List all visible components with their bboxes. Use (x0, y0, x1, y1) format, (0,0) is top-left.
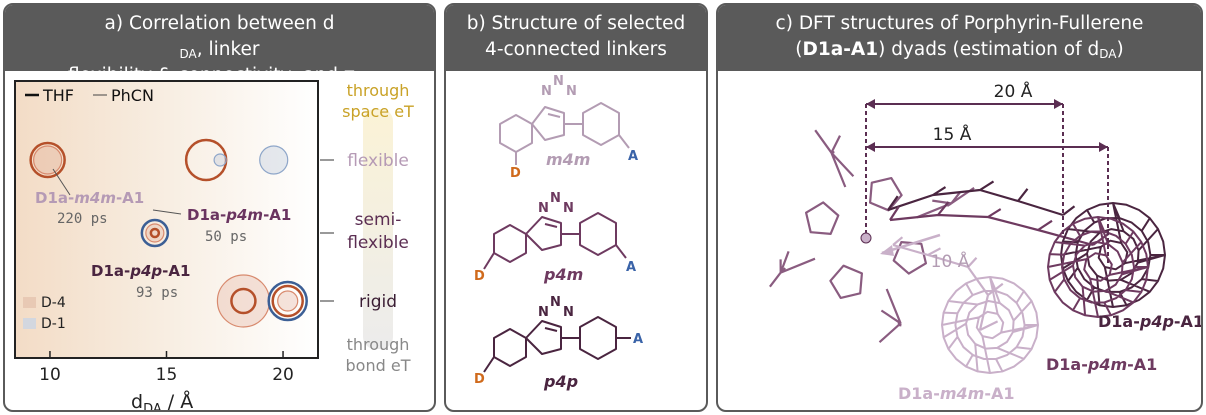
m4m-label: m4m (546, 150, 590, 169)
side-gradient-bar (363, 109, 393, 349)
arrow-10-head (880, 245, 894, 256)
data-point-12 (277, 290, 299, 312)
data-point-10 (267, 280, 308, 322)
row-flexible: flexible (347, 151, 409, 171)
data-point-4 (259, 145, 289, 175)
x-tick-label-1: 15 (156, 365, 178, 385)
m4m-a: A (628, 149, 638, 164)
structure-p4p (483, 316, 631, 373)
p4p-label: p4p (543, 372, 578, 391)
through-space-line2: space eT (342, 102, 414, 121)
p4m-n2: N (550, 191, 561, 206)
data-point-0 (29, 141, 66, 179)
porphyrin-structure (769, 129, 1110, 344)
panel-c: c) DFT structures of Porphyrin-Fullerene… (716, 3, 1203, 412)
data-point-8 (216, 274, 271, 328)
linker-chain-1 (889, 201, 1110, 247)
x-axis-label: dDA / Å (131, 390, 193, 412)
linker-chain-0 (887, 180, 1076, 217)
x-tick-label-0: 10 (39, 365, 61, 385)
dist-20-label: 20 Å (994, 80, 1033, 102)
legend-d1-swatch (23, 318, 36, 329)
p4m-n3: N (563, 201, 574, 216)
linker-chain-2 (892, 236, 1004, 331)
m4m-n3: N (566, 84, 577, 99)
dft-label-m4m: D1a-m4m-A1 (898, 384, 1015, 403)
legend-d4-label: D-4 (41, 295, 66, 311)
data-point-11 (271, 284, 304, 318)
distance-markers (865, 99, 1109, 263)
time-p4m: 50 ps (205, 229, 247, 245)
through-bond-line1: through (347, 335, 410, 354)
data-point-3 (213, 153, 227, 167)
data-point-5 (140, 218, 170, 248)
p4p-n2: N (550, 295, 561, 310)
dft-label-p4m: D1a-p4m-A1 (1046, 355, 1157, 374)
legend-d4-swatch (23, 297, 36, 308)
fullerene-p4m (1047, 216, 1149, 318)
row-rigid: rigid (359, 292, 397, 312)
linker-structures: N N N D A m4m N N N D A p4m (474, 74, 643, 391)
data-point-9 (230, 287, 257, 315)
panel-b: b) Structure of selected 4-connected lin… (444, 3, 708, 412)
legend-d1-label: D-1 (41, 316, 66, 332)
p4p-n1: N (538, 305, 549, 320)
time-m4m: 220 ps (57, 211, 108, 227)
legend-phcn-label: PhCN (111, 86, 154, 105)
p4p-a: A (633, 332, 643, 347)
data-points (29, 138, 308, 328)
m4m-n2: N (553, 74, 564, 89)
p4p-n3: N (563, 305, 574, 320)
x-axis: 10 15 20 (39, 351, 294, 385)
through-space-line1: through (347, 81, 410, 100)
leader-p4m (152, 209, 182, 215)
dft-structures: 20 Å 15 Å 10 Å D1a-p4p-A1 D1a-p4m-A1 D1a… (769, 80, 1203, 403)
porphyrin-core (769, 129, 975, 344)
correlation-chart: THF PhCN D-4 D-1 D1a-m4m-A1 220 ps D1a-p… (14, 80, 414, 412)
fullerene-structures (941, 202, 1166, 374)
through-bond-line2: bond eT (346, 356, 411, 375)
dist-10-label: 10 Å (931, 250, 970, 272)
data-point-6 (145, 223, 165, 243)
dft-label-p4p: D1a-p4p-A1 (1098, 312, 1203, 331)
fullerene-m4m (941, 276, 1039, 374)
row-semi-line1: semi- (355, 210, 402, 230)
p4m-d: D (474, 269, 485, 284)
data-point-7 (149, 227, 161, 239)
panel-b-title: b) Structure of selected 4-connected lin… (446, 5, 706, 71)
porphyrin-center (860, 232, 872, 244)
structure-p4m (483, 212, 627, 270)
x-tick-label-2: 20 (272, 365, 294, 385)
panel-c-title: c) DFT structures of Porphyrin-Fullerene… (718, 5, 1201, 71)
data-point-1 (33, 145, 63, 175)
legend-thf-label: THF (42, 86, 74, 105)
dist-15-label: 15 Å (933, 123, 972, 145)
m4m-n1: N (541, 84, 552, 99)
p4m-label: p4m (543, 265, 583, 284)
structure-m4m (499, 102, 630, 165)
p4m-a: A (626, 260, 636, 275)
row-semi-line2: flexible (347, 233, 409, 253)
label-m4m: D1a-m4m-A1 (35, 189, 144, 207)
m4m-d: D (510, 166, 521, 181)
label-p4p: D1a-p4p-A1 (91, 262, 190, 280)
p4p-d: D (474, 372, 485, 387)
leader-m4m (52, 168, 71, 196)
p4m-n1: N (538, 201, 549, 216)
time-p4p: 93 ps (136, 285, 178, 301)
label-p4m: D1a-p4m-A1 (187, 206, 291, 224)
